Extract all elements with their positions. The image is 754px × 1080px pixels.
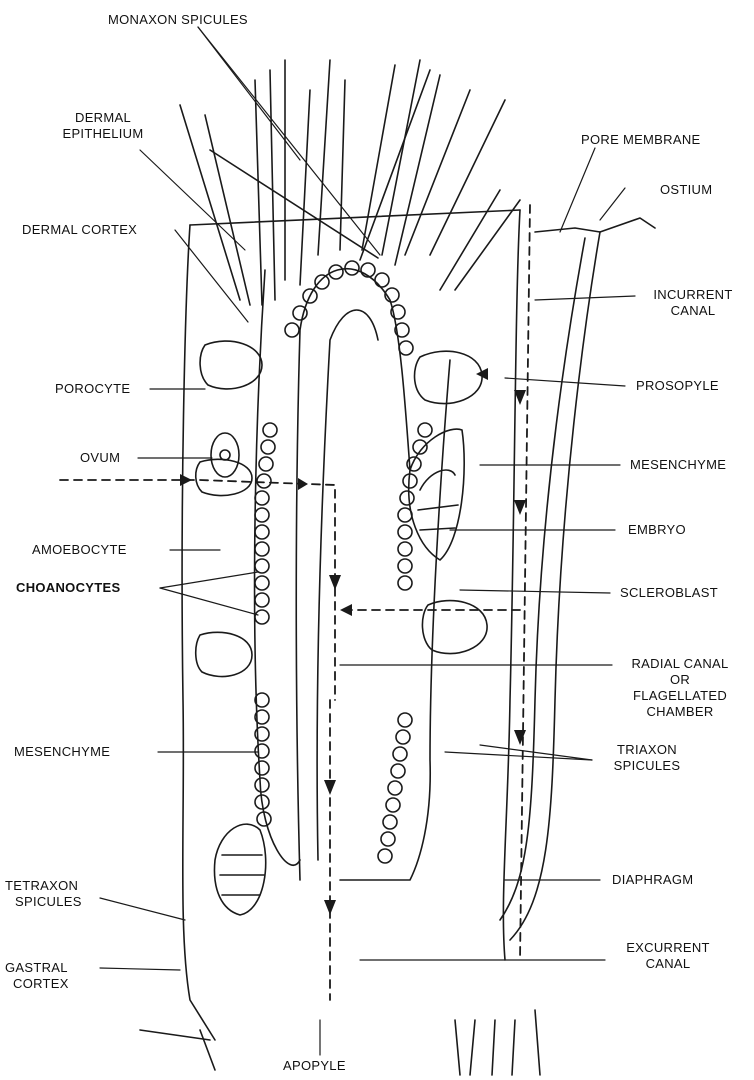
label-dermal-epithelium: DERMAL EPITHELIUM — [48, 110, 158, 142]
label-monaxon-spicules: MONAXON SPICULES — [108, 12, 248, 28]
label-excurrent-canal: EXCURRENT CANAL — [608, 940, 728, 972]
label-radial-line2: OR — [615, 672, 745, 688]
ovum-cell — [211, 433, 239, 477]
label-gastral-line2: CORTEX — [5, 976, 69, 992]
flow-arrowheads — [180, 368, 526, 915]
label-radial-line1: RADIAL CANAL — [615, 656, 745, 672]
label-tetraxon-spicules: TETRAXON SPICULES — [5, 878, 82, 910]
label-gastral-line1: GASTRAL — [5, 960, 69, 976]
lower-embryo-inner — [220, 855, 264, 895]
label-incurrent-line1: INCURRENT — [638, 287, 748, 303]
body-wall-right-outline — [503, 210, 520, 960]
label-pore-membrane: PORE MEMBRANE — [581, 132, 700, 148]
label-excurrent-line1: EXCURRENT — [608, 940, 728, 956]
label-dermal-epithelium-line1: DERMAL — [48, 110, 158, 126]
label-scleroblast: SCLEROBLAST — [620, 585, 718, 601]
label-radial-line3: FLAGELLATED — [615, 688, 745, 704]
label-radial-line4: CHAMBER — [615, 704, 745, 720]
label-incurrent-line2: CANAL — [638, 303, 748, 319]
leader-lines — [100, 27, 635, 1055]
label-gastral-cortex: GASTRAL CORTEX — [5, 960, 69, 992]
pore-membrane-outline — [535, 228, 600, 232]
porocyte-cell-3 — [196, 632, 252, 676]
label-amoebocyte: AMOEBOCYTE — [32, 542, 127, 558]
label-excurrent-line2: CANAL — [608, 956, 728, 972]
lower-embryo-outline — [214, 824, 265, 915]
label-embryo: EMBRYO — [628, 522, 686, 538]
ovum-nucleus — [220, 450, 230, 460]
choanocytes-right — [378, 423, 432, 863]
label-diaphragm: DIAPHRAGM — [612, 872, 693, 888]
label-incurrent-canal: INCURRENT CANAL — [638, 287, 748, 319]
label-choanocytes: CHOANOCYTES — [16, 580, 120, 596]
porocyte-cell — [200, 341, 262, 389]
label-ostium: OSTIUM — [660, 182, 712, 198]
radial-canal-inner — [317, 310, 378, 860]
label-radial-canal: RADIAL CANAL OR FLAGELLATED CHAMBER — [615, 656, 745, 720]
label-triaxon-spicules: TRIAXON SPICULES — [592, 742, 702, 774]
choanocytes-arch — [285, 261, 413, 355]
label-tetraxon-line2: SPICULES — [5, 894, 82, 910]
label-prosopyle: PROSOPYLE — [636, 378, 719, 394]
label-triaxon-line1: TRIAXON — [592, 742, 702, 758]
label-tetraxon-line1: TETRAXON — [5, 878, 82, 894]
label-ovum: OVUM — [80, 450, 120, 466]
label-dermal-epithelium-line2: EPITHELIUM — [48, 126, 158, 142]
label-porocyte: POROCYTE — [55, 381, 130, 397]
label-triaxon-line2: SPICULES — [592, 758, 702, 774]
label-mesenchyme-right: MESENCHYME — [630, 457, 726, 473]
label-apopyle: APOPYLE — [283, 1058, 346, 1074]
label-dermal-cortex: DERMAL CORTEX — [22, 222, 137, 238]
radial-canal-outline — [296, 269, 410, 880]
ostium-outline — [600, 218, 655, 232]
label-mesenchyme-left: MESENCHYME — [14, 744, 110, 760]
incurrent-canal-wall-outer — [510, 232, 600, 940]
